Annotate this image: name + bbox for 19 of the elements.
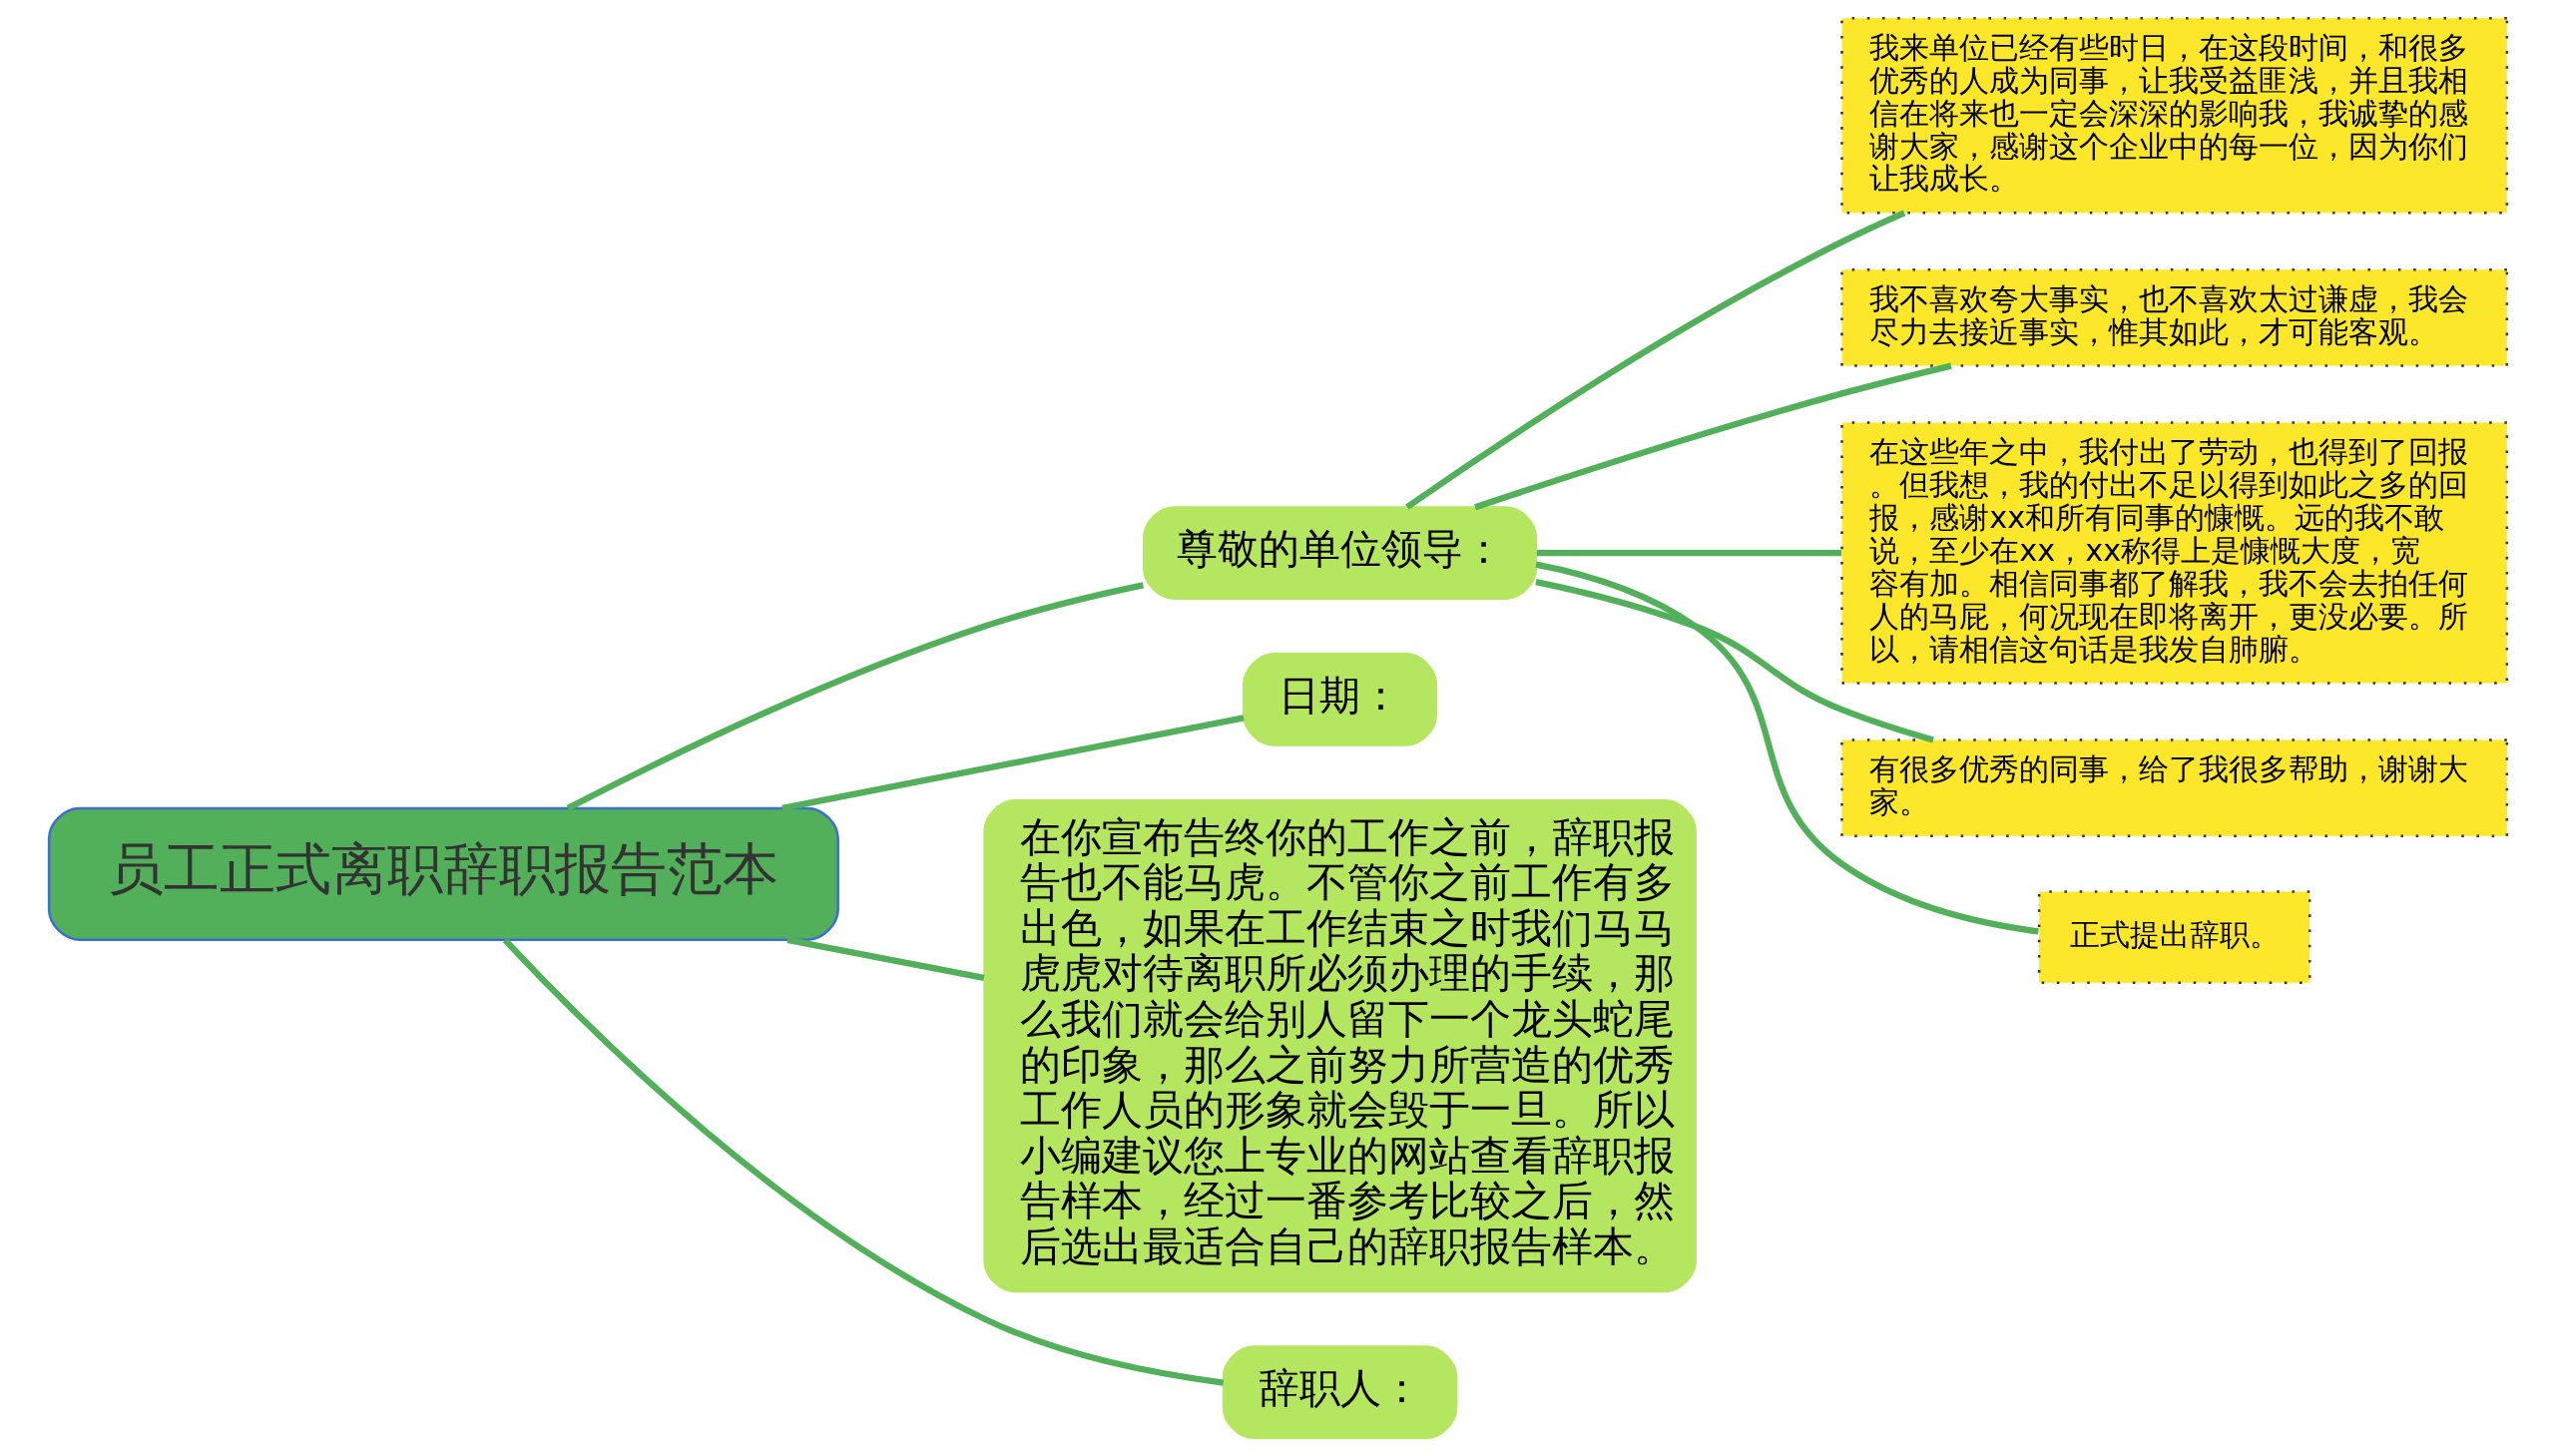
node-box: 有很多优秀的同事，给了我很多帮助，谢谢大家。: [1839, 738, 2508, 838]
connector: [1534, 578, 1934, 743]
connector: [785, 936, 984, 981]
connector: [566, 582, 1144, 811]
node-box: 尊敬的单位领导：: [1142, 506, 1537, 600]
connector: [780, 715, 1245, 811]
connector: [1534, 561, 2039, 935]
node-box: 员工正式离职辞职报告范本: [47, 806, 839, 941]
connector: [502, 937, 1224, 1386]
node-box: 辞职人：: [1222, 1345, 1457, 1440]
node-box: 日期：: [1242, 653, 1437, 746]
connector: [1404, 210, 1905, 510]
node-box: 我来单位已经有些时日，在这段时间，和很多优秀的人成为同事，让我受益匪浅，并且我相信在将来也一定会深深的影响我，我诚挚的感谢大家，感谢这个企业中的每一位，因为你们让我成长。: [1839, 16, 2508, 215]
connector: [1536, 549, 1841, 557]
node-box: 正式提出辞职。: [2037, 890, 2310, 985]
node-box: 在这些年之中，我付出了劳动，也得到了回报。但我想，我的付出不足以得到如此之多的回报，感谢xx和所有同事的慷慨。远的我不敢说，至少在xx，xx称得上是慷慨大度，宽容有加。相信同事都了解我，我不会去拍任何人的马屁，何况现在即将离开，更没必要。所以，请相信这句话是我发自肺腑。: [1839, 421, 2508, 685]
connector: [1473, 362, 1952, 511]
node-box: 在你宣布告终你的工作之前，辞职报告也不能马虎。不管你之前工作有多出色，如果在工作结束之时我们马马虎虎对待离职所必须办理的手续，那么我们就会给别人留下一个龙头蛇尾的印象，那么之前努力所营造的优秀工作人员的形象就会毁于一旦。所以小编建议您上专业的网站查看辞职报告样本，经过一番参考比较之后，然后选出最适合自己的辞职报告样本。: [982, 799, 1697, 1293]
node-box: 我不喜欢夸大事实，也不喜欢太过谦虚，我会尽力去接近事实，惟其如此，才可能客观。: [1839, 268, 2508, 367]
